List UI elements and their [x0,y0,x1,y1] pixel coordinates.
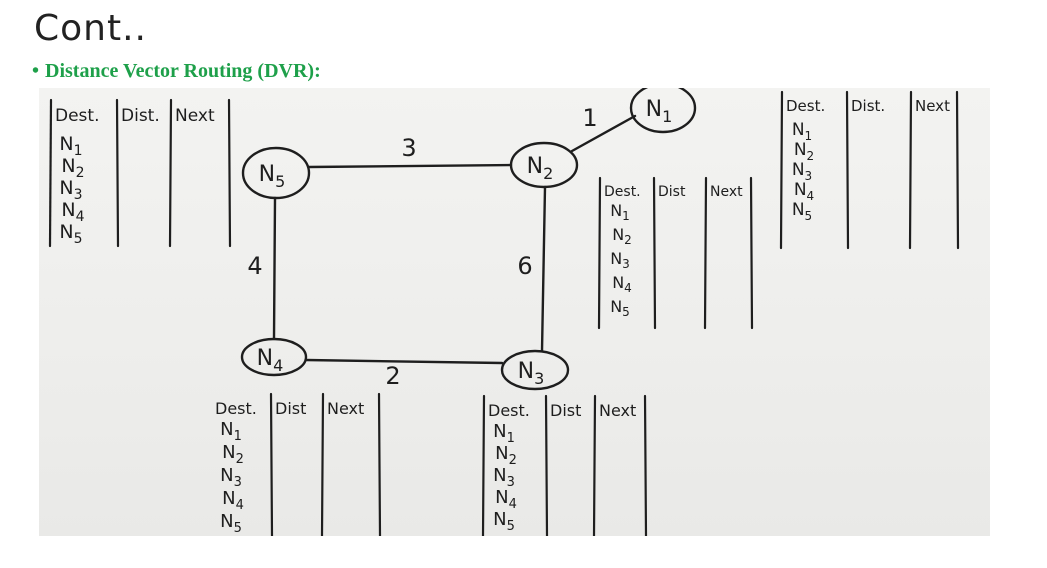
routing-table-n5-row-n2: N2 [61,155,84,181]
routing-table-n3-column-line [544,394,549,536]
link-n5-n4 [272,196,277,341]
routing-table-n5-header-dist: Dist. [121,106,160,126]
node-circle-n3 [500,349,570,391]
routing-table-n5-row-n1: N1 [59,133,82,159]
routing-table-n1-column-line [955,90,960,250]
routing-table-n4-header-next: Next [327,399,364,418]
routing-table-n2-row-n1: N1 [610,201,630,223]
routing-table-n3-row-n2: N2 [495,443,517,468]
routing-table-n3-header-next: Next [599,401,636,420]
routing-table-n4-row-n5: N5 [220,511,242,536]
routing-table-n4-row-n3: N3 [220,465,242,490]
routing-table-n2-column-line [749,176,754,330]
routing-table-n3-row-n5: N5 [493,509,515,534]
node-circle-n1 [629,88,697,134]
routing-table-n2-header-dist: Dist [658,184,686,200]
routing-table-n2-column-line [703,176,708,330]
routing-table-n4-column-line [320,392,325,536]
link-n4-n3 [304,358,504,365]
node-circle-n4 [240,337,308,377]
link-n2-n1 [570,114,637,153]
routing-table-n4-column-line [269,392,274,536]
routing-table-n5-column-line [48,98,53,248]
routing-table-n1-column-line [845,90,850,250]
routing-table-n1-column-line [779,90,784,250]
routing-table-n5-row-n4: N4 [61,199,84,225]
routing-table-n4-column-line [377,392,382,536]
section-heading-text: Distance Vector Routing (DVR): [45,60,321,82]
routing-table-n1-row-n3: N3 [792,160,812,183]
routing-table-n1-row-n5: N5 [792,200,812,223]
routing-table-n2-row-n2: N2 [612,225,632,247]
bullet-point: • [32,60,40,82]
routing-table-n3-row-n4: N4 [495,487,517,512]
link-n2-n3 [540,185,547,353]
node-label-n1: N1 [646,97,673,126]
routing-table-n1-header-next: Next [915,97,950,115]
node-label-n4: N4 [257,346,284,375]
routing-table-n5-row-n3: N3 [59,177,82,203]
routing-table-n1-header-dest: Dest. [786,97,825,115]
routing-table-n2-row-n3: N3 [610,249,630,271]
routing-table-n4-header-dest: Dest. [215,399,257,418]
node-circle-n5 [241,146,311,200]
routing-table-n5-row-n5: N5 [59,221,82,247]
routing-table-n1-header-dist: Dist. [851,97,885,115]
node-label-n2: N2 [527,154,554,183]
routing-table-n5-column-line [115,98,120,248]
routing-table-n4-row-n4: N4 [222,488,244,513]
link-cost-n5-n4: 4 [247,252,262,280]
routing-table-n5-column-line [168,98,173,248]
routing-table-n1-row-n4: N4 [794,180,814,203]
routing-table-n5-column-line [227,98,232,248]
link-n5-n2 [307,163,513,169]
routing-table-n1-row-n1: N1 [792,120,812,143]
slide-title: Cont.. [34,8,147,49]
routing-table-n2-row-n4: N4 [612,273,632,295]
routing-table-n2-header-next: Next [710,184,743,200]
routing-table-n3-header-dist: Dist [550,401,581,420]
routing-table-n5-header-dest: Dest. [55,106,99,126]
routing-table-n3-column-line [481,394,486,536]
routing-table-n2-header-dest: Dest. [604,184,641,200]
routing-table-n1-row-n2: N2 [794,140,814,163]
link-cost-n2-n1: 1 [582,104,597,132]
node-label-n3: N3 [518,359,545,388]
routing-table-n4-header-dist: Dist [275,399,306,418]
section-heading: •Distance Vector Routing (DVR): [32,60,321,83]
link-cost-n2-n3: 6 [517,252,532,280]
routing-table-n4-row-n1: N1 [220,419,242,444]
routing-table-n3-header-dest: Dest. [488,401,530,420]
routing-table-n3-column-line [592,394,597,536]
routing-table-n3-row-n3: N3 [493,465,515,490]
link-cost-n5-n2: 3 [401,134,416,162]
link-cost-n4-n3: 2 [385,362,400,390]
routing-table-n5-header-next: Next [175,106,215,126]
node-label-n5: N5 [259,162,286,191]
routing-table-n2-row-n5: N5 [610,297,630,319]
node-circle-n2 [509,141,579,189]
routing-table-n2-column-line [652,176,657,330]
routing-table-n1-column-line [908,90,913,250]
routing-table-n2-column-line [597,176,602,330]
routing-table-n3-row-n1: N1 [493,421,515,446]
routing-table-n3-column-line [643,394,648,536]
routing-table-n4-row-n2: N2 [222,442,244,467]
